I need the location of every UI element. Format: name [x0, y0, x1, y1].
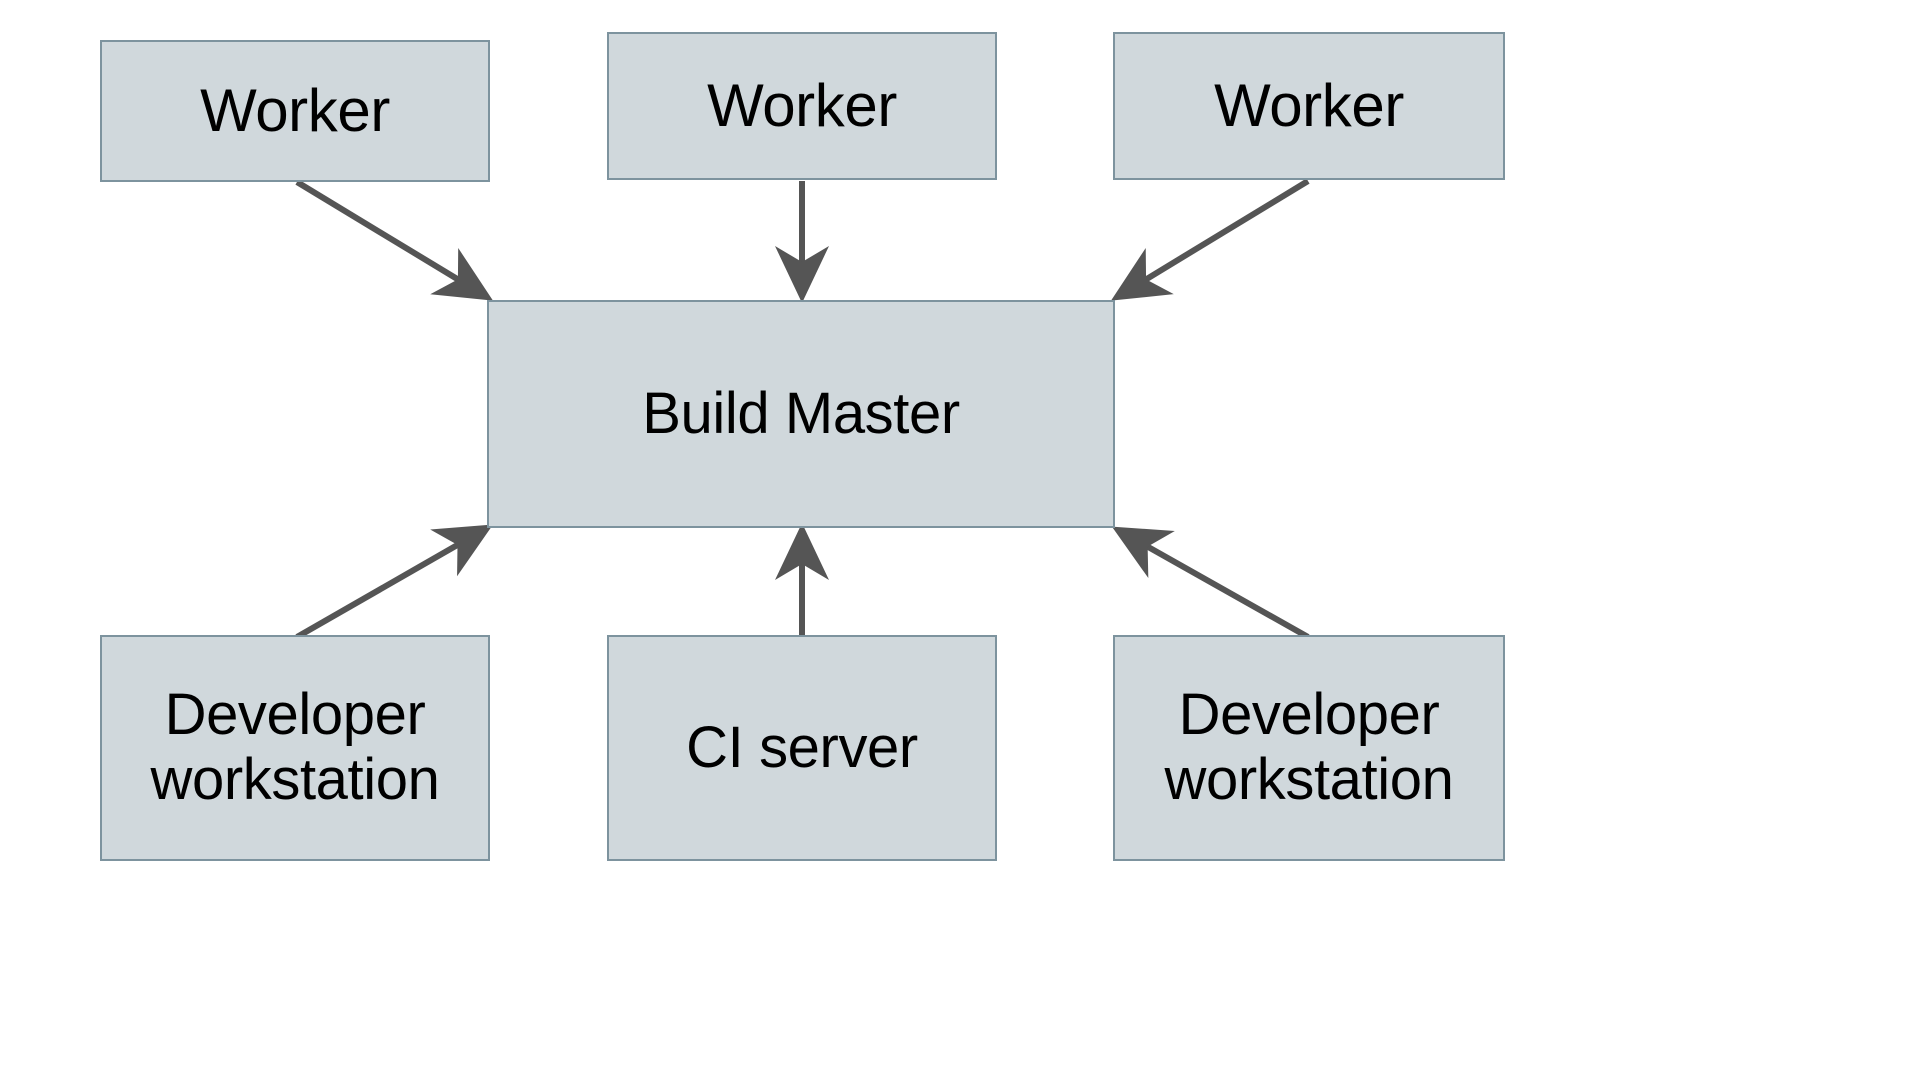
node-developer-workstation-2[interactable]: Developer workstation [1113, 635, 1505, 861]
edge-dev-ws-2-to-build-master [1111, 526, 1310, 640]
node-developer-workstation-2-label: Developer workstation [1164, 682, 1454, 812]
edge-worker-3-to-build-master [1111, 178, 1310, 301]
node-worker-3-label: Worker [1214, 72, 1404, 140]
node-worker-3[interactable]: Worker [1113, 32, 1505, 180]
node-ci-server[interactable]: CI server [607, 635, 997, 861]
node-developer-workstation-1-label: Developer workstation [150, 682, 440, 812]
edge-dev-ws-1-to-build-master [295, 524, 494, 640]
node-build-master-label: Build Master [642, 380, 960, 446]
node-worker-2[interactable]: Worker [607, 32, 997, 180]
node-developer-workstation-1[interactable]: Developer workstation [100, 635, 490, 861]
node-worker-2-label: Worker [707, 72, 897, 140]
node-ci-server-label: CI server [686, 714, 918, 780]
node-worker-1[interactable]: Worker [100, 40, 490, 182]
node-build-master[interactable]: Build Master [487, 300, 1115, 528]
edge-worker-1-to-build-master [295, 179, 493, 301]
node-worker-1-label: Worker [200, 77, 390, 145]
